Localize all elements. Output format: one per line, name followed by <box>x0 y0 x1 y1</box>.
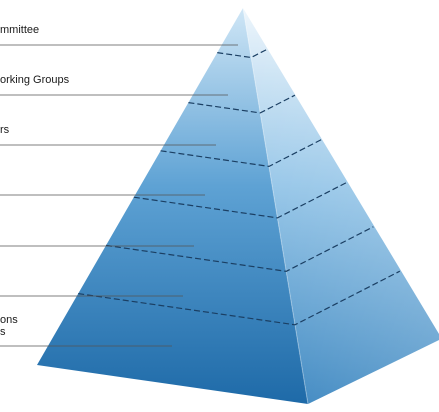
label-leader-lines <box>0 44 238 347</box>
tier-label-text: mmittee <box>0 24 40 36</box>
tier-divider-4 <box>133 181 348 219</box>
tier-label-text: rs <box>0 124 10 136</box>
tier-label-2: orking Groups <box>0 74 69 86</box>
tier-label-text-line2: s <box>0 326 6 338</box>
pyramid-left-face <box>37 8 308 404</box>
tier-label-text: ons <box>0 314 18 326</box>
tier-divider-6 <box>78 270 401 326</box>
tier-label-1: mmittee <box>0 24 39 36</box>
tier-divider-2 <box>188 94 296 114</box>
tier-divider-1 <box>217 48 268 59</box>
pyramid-front-edge <box>242 7 309 405</box>
tier-divider-5 <box>105 226 374 272</box>
tier-label-text: orking Groups <box>0 74 70 86</box>
tier-divider-3 <box>160 139 322 168</box>
tier-dividers <box>78 48 401 326</box>
tier-label-3: rs <box>0 124 9 136</box>
